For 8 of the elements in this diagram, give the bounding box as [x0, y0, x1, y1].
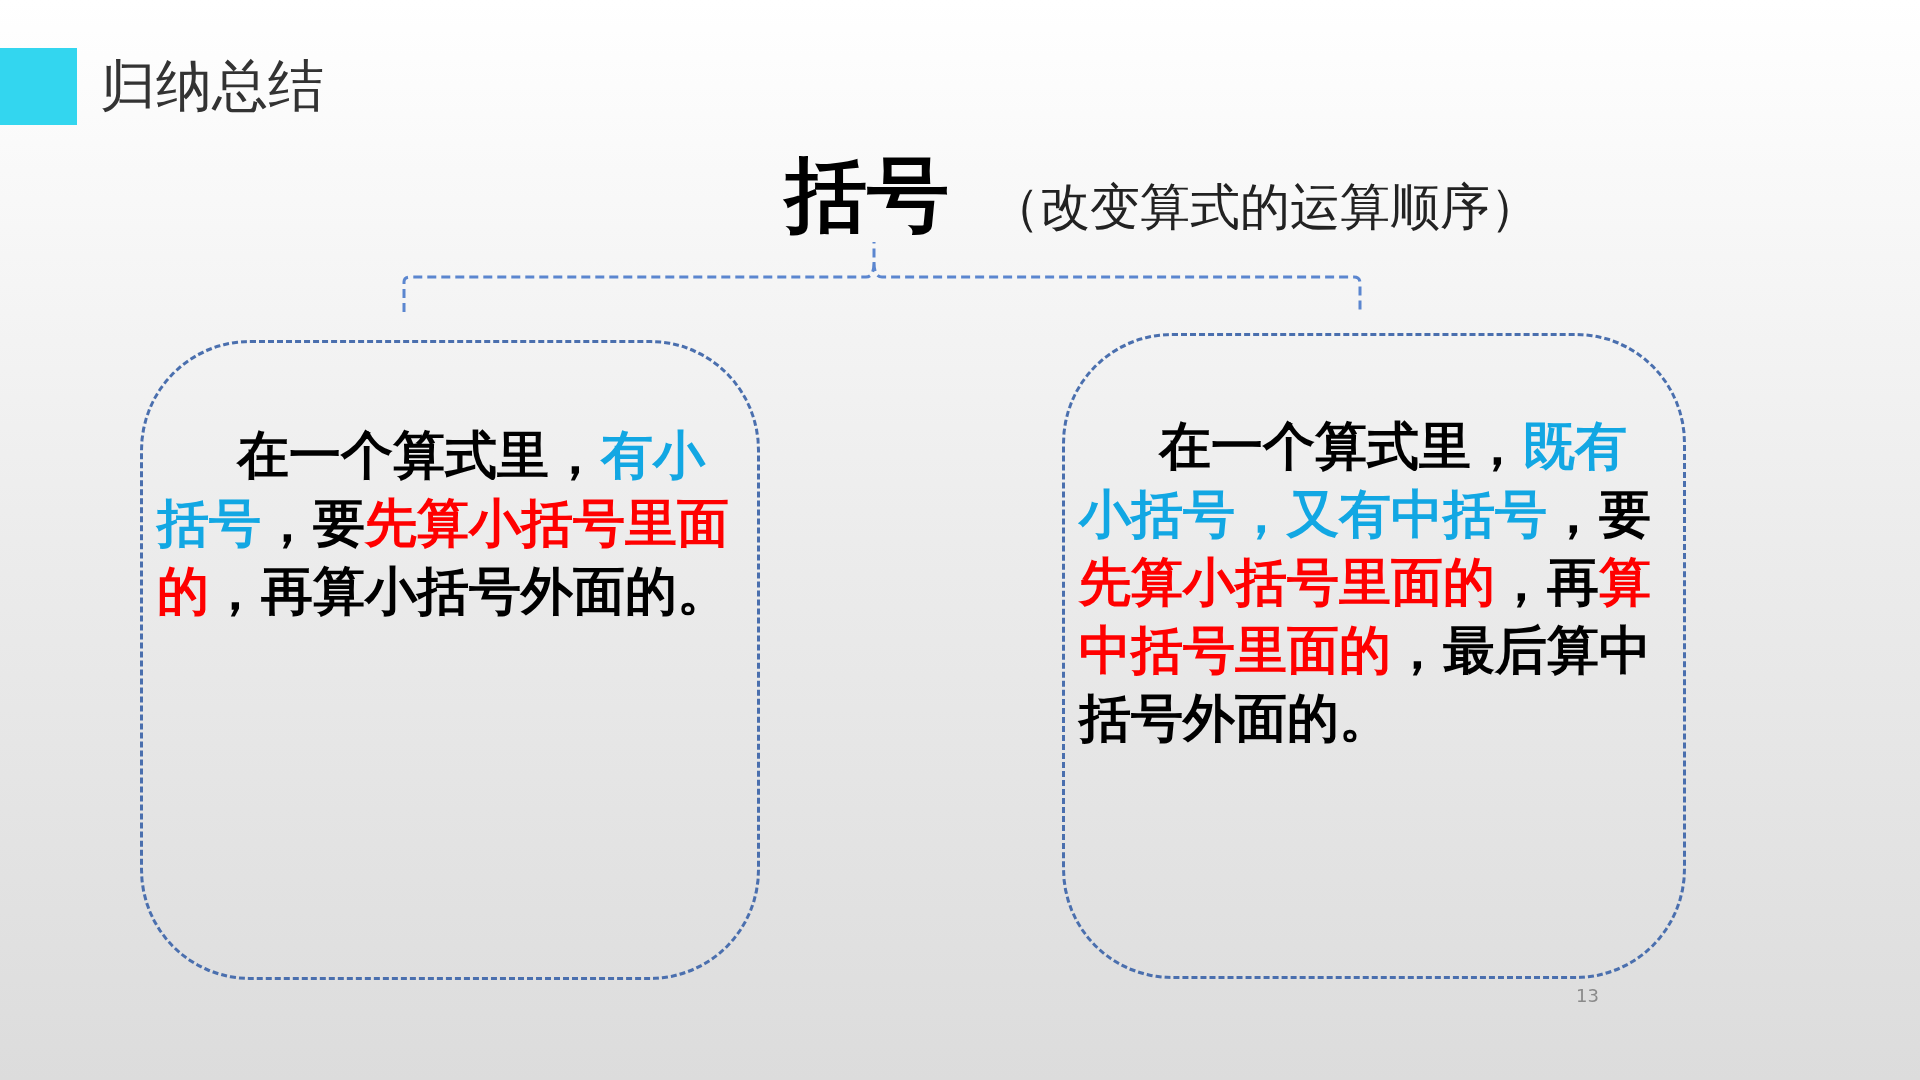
- dashed-rounded-box: [1062, 333, 1686, 979]
- heading-text: 括号: [785, 146, 949, 244]
- page-number: 13: [1576, 986, 1599, 1006]
- dashed-rounded-box: [140, 340, 760, 980]
- rule-text: 在一个算式里，有小括号，要先算小括号里面的，再算小括号外面的。: [157, 424, 730, 623]
- subtitle-text: （改变算式的运算顺序）: [990, 177, 1540, 238]
- slide-title: 归纳总结: [100, 52, 324, 120]
- rule-text: 在一个算式里，既有小括号，又有中括号，要先算小括号里面的，再算中括号里面的，最后算中括号外面的。: [1079, 415, 1652, 750]
